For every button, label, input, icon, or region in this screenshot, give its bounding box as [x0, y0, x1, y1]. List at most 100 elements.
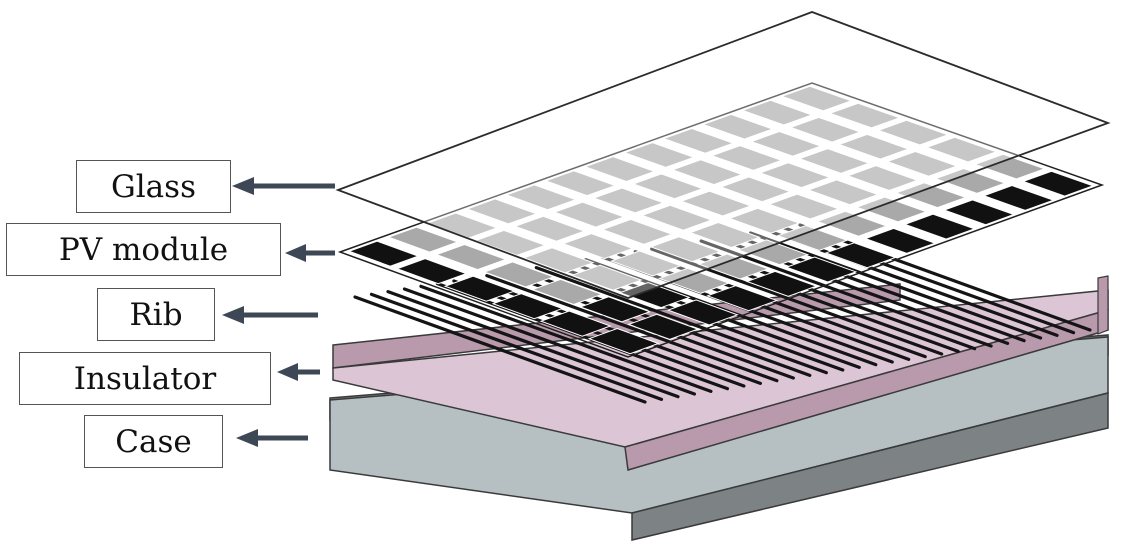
pv-cell — [583, 156, 656, 183]
rib-arrow — [222, 306, 318, 324]
pv-cell — [522, 247, 595, 274]
pv-cell — [544, 170, 617, 197]
pv-cell — [824, 242, 897, 269]
pv-cell — [706, 285, 779, 312]
pv-cell — [780, 85, 853, 112]
rib-bar — [402, 287, 697, 396]
pv-cell — [465, 198, 538, 225]
rib-bar — [452, 279, 746, 388]
pv-module-arrow — [285, 244, 335, 262]
pv-cell — [728, 207, 801, 234]
pv-cell — [579, 296, 652, 323]
pv-module-layer — [337, 82, 1105, 358]
pv-cell — [701, 113, 774, 140]
pv-cell — [982, 185, 1055, 211]
pv-cell — [885, 150, 959, 177]
pv-cell — [828, 102, 902, 129]
pv-cell — [1021, 170, 1095, 197]
pv-cell — [539, 310, 612, 337]
rib-bar — [650, 247, 944, 356]
rib-bar — [386, 290, 680, 399]
pv-cell — [894, 182, 968, 209]
pv-cell — [749, 130, 823, 157]
pv-cell — [592, 187, 665, 214]
pv-cell — [789, 116, 862, 143]
pv-cell — [697, 253, 770, 280]
glass-layer — [335, 11, 1111, 299]
pv-cell — [666, 299, 739, 326]
pv-cell — [767, 193, 840, 220]
case-arrow — [236, 429, 308, 447]
pv-cell — [609, 250, 683, 277]
pv-cell — [876, 119, 950, 146]
pv-cell — [513, 215, 586, 242]
pv-cell — [474, 229, 547, 256]
glass-label: Glass — [76, 160, 231, 213]
pv-cell — [688, 222, 761, 248]
rib-bar — [798, 223, 1092, 332]
pv-cell — [740, 99, 814, 126]
insulator-right-wall — [1097, 275, 1109, 335]
pv-cell — [631, 173, 705, 200]
pv-cell — [806, 179, 880, 206]
pv-cell — [553, 201, 626, 228]
glass-arrow — [232, 177, 335, 195]
pv-cell — [863, 227, 937, 254]
pv-cell — [395, 258, 468, 285]
pv-cell — [491, 293, 564, 320]
pv-module-label: PV module — [6, 223, 281, 276]
pv-cell — [934, 167, 1007, 194]
pv-cell — [719, 176, 792, 203]
rib-bar — [633, 250, 927, 359]
rib-bar — [748, 231, 1043, 340]
rib-bar — [419, 284, 713, 393]
pv-cell — [798, 148, 871, 174]
pv-module-frame — [337, 82, 1105, 358]
pv-cell — [627, 313, 700, 340]
pv-cell — [736, 239, 810, 266]
rib-bar — [534, 266, 828, 375]
arrows — [222, 177, 335, 447]
rib-bar — [353, 295, 647, 404]
insulator-arrow — [277, 363, 320, 381]
pv-cell — [837, 133, 910, 160]
pv-cell — [942, 199, 1016, 226]
pv-cell — [531, 278, 604, 305]
pv-cell — [815, 210, 889, 237]
rib-bar — [369, 292, 664, 401]
pv-cell — [504, 184, 578, 211]
case-front-wall — [631, 392, 1109, 541]
pv-cell — [662, 127, 735, 154]
pv-cell — [483, 261, 556, 288]
pv-cell — [846, 165, 919, 191]
glass-sheet — [335, 11, 1111, 299]
rib-bar — [699, 239, 993, 348]
pv-cell — [640, 204, 713, 231]
pv-cell — [435, 244, 508, 271]
pv-cell — [618, 282, 691, 309]
pv-cell — [973, 153, 1046, 180]
pv-cell — [855, 196, 928, 223]
pv-cell — [443, 275, 516, 302]
pv-cell — [758, 162, 832, 189]
rib-bar — [485, 274, 779, 383]
case-label: Case — [84, 415, 223, 468]
rib-bar — [617, 252, 911, 361]
pv-cell — [785, 256, 858, 283]
pv-cell — [925, 136, 998, 163]
pv-cell — [710, 145, 783, 171]
pv-cell — [649, 236, 722, 263]
pv-cell — [903, 213, 976, 240]
pv-cell — [745, 270, 818, 297]
pv-cell — [601, 218, 674, 245]
rib-label: Rib — [97, 288, 215, 341]
pv-cell — [386, 226, 460, 253]
pv-cell — [671, 159, 744, 186]
pv-cell — [587, 327, 660, 355]
pv-cell — [561, 233, 635, 260]
pv-cell — [622, 142, 696, 168]
pv-cell — [347, 240, 420, 267]
insulator-label: Insulator — [19, 352, 271, 405]
